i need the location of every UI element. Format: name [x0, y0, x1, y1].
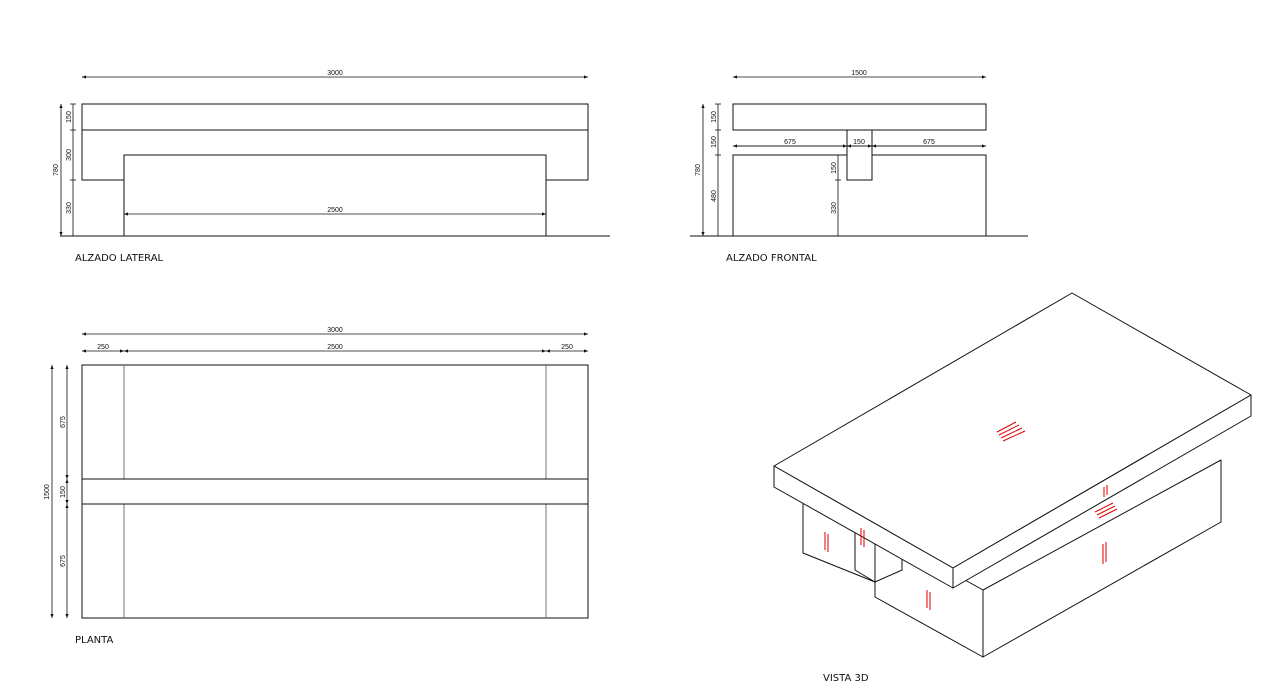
side-view-title: ALZADO LATERAL [75, 253, 164, 264]
side-dim-top-height: 150 [66, 111, 73, 123]
iso-hatch-top [996, 421, 1026, 442]
front-dim-lower-height: 330 [831, 202, 838, 214]
iso-hatch-slab-edge [1103, 485, 1108, 497]
iso-hatch-base-right [1102, 542, 1107, 564]
front-dim-slot-width: 150 [853, 139, 865, 146]
front-dim-total-height: 780 [695, 164, 702, 176]
front-elevation-view: 1500 675 150 675 780 150 150 480 150 330… [690, 70, 1028, 264]
plan-dim-total-length: 3000 [327, 327, 343, 334]
side-dim-mid-height: 300 [66, 149, 73, 161]
plan-dim-right-offset: 250 [561, 344, 573, 351]
front-dim-left-wing: 675 [784, 139, 796, 146]
iso-hatch-slot [860, 528, 865, 547]
plan-center-band [81, 478, 589, 505]
front-center-slot [846, 130, 873, 181]
side-elevation-view: 3000 2500 780 150 300 330 ALZADO LATERAL [53, 70, 610, 264]
front-top-slab [732, 103, 987, 131]
front-dim-right-wing: 675 [923, 139, 935, 146]
side-dim-inner-length: 2500 [327, 207, 343, 214]
plan-dim-inner-length: 2500 [327, 344, 343, 351]
plan-view-title: PLANTA [75, 635, 113, 646]
iso-view-title: VISTA 3D [823, 673, 869, 682]
front-dim-base-height: 480 [711, 190, 718, 202]
side-base-block [123, 154, 547, 237]
side-right-overhang [546, 130, 589, 181]
iso-hatch-slab-edge-2 [1094, 502, 1118, 519]
front-dim-slot-depth: 150 [831, 162, 838, 174]
front-view-title: ALZADO FRONTAL [726, 253, 817, 264]
front-dim-top-height: 150 [711, 111, 718, 123]
side-left-overhang [81, 130, 124, 181]
plan-dim-band-top: 675 [60, 416, 67, 428]
plan-dim-left-offset: 250 [97, 344, 109, 351]
plan-dim-total-width: 1500 [44, 484, 51, 500]
iso-hatch-base-front [926, 590, 931, 610]
front-left-block [732, 154, 847, 236]
iso-hatch-left-block [824, 532, 829, 552]
plan-view: 3000 250 2500 250 1500 675 150 675 PLANT… [44, 327, 589, 646]
plan-dim-band-mid: 150 [60, 486, 67, 498]
side-top-slab [81, 103, 589, 131]
front-dim-total-width: 1500 [851, 70, 867, 77]
front-dim-second-height: 150 [711, 136, 718, 148]
side-dim-total-height: 780 [53, 164, 60, 176]
iso-top-right-edge [952, 394, 1252, 589]
plan-dim-band-bottom: 675 [60, 555, 67, 567]
isometric-view: VISTA 3D [773, 292, 1252, 682]
side-dim-base-height: 330 [66, 202, 73, 214]
side-dim-total-length: 3000 [327, 70, 343, 77]
front-right-block [872, 154, 987, 236]
